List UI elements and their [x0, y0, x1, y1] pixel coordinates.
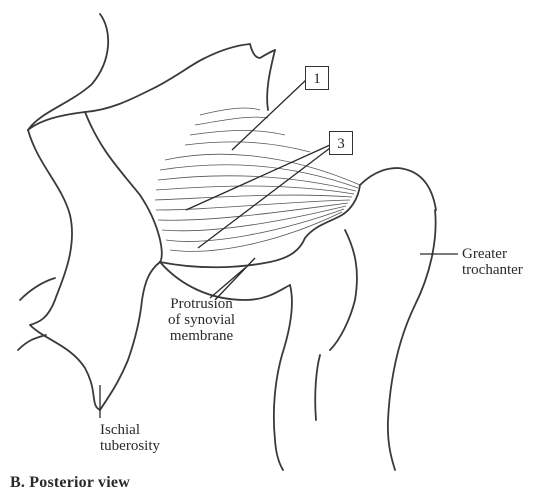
- shaft-detail: [315, 355, 320, 420]
- intertrochanteric-crest: [330, 230, 357, 350]
- label-greater-trochanter-line1: Greater: [462, 246, 523, 262]
- acetabular-rim: [160, 238, 305, 267]
- ischial-tuberosity-outline: [100, 262, 160, 410]
- label-protrusion-line2: of synovial: [168, 312, 235, 328]
- label-greater-trochanter-line2: trochanter: [462, 262, 523, 278]
- label-protrusion: Protrusion of synovial membrane: [168, 296, 235, 344]
- ilium-outline: [28, 14, 108, 410]
- ischium-ramus: [18, 335, 46, 350]
- trochanter-inner: [305, 185, 360, 238]
- greater-trochanter-outline: [360, 168, 436, 210]
- leader-protrusion-a: [215, 258, 255, 300]
- label-greater-trochanter: Greater trochanter: [462, 246, 523, 278]
- greater-sciatic-notch: [267, 50, 275, 110]
- femur-shaft-left: [274, 285, 292, 470]
- label-protrusion-line1: Protrusion: [168, 296, 235, 312]
- label-protrusion-line3: membrane: [168, 328, 235, 344]
- figure-caption: B. Posterior view: [10, 474, 130, 492]
- label-ischial-tuberosity: Ischial tuberosity: [100, 422, 160, 454]
- leader-box1: [232, 80, 306, 150]
- label-box-3: 3: [329, 131, 353, 155]
- label-ischial-tuberosity-line1: Ischial: [100, 422, 160, 438]
- ischium-left: [20, 278, 55, 300]
- label-box-1: 1: [305, 66, 329, 90]
- ilium-body: [85, 112, 162, 262]
- femur-shaft-right: [388, 210, 436, 470]
- ilium-upper-edge: [28, 44, 275, 130]
- ischiofemoral-ligament: [155, 108, 360, 251]
- label-ischial-tuberosity-line2: tuberosity: [100, 438, 160, 454]
- leader-protrusion-b: [210, 268, 245, 298]
